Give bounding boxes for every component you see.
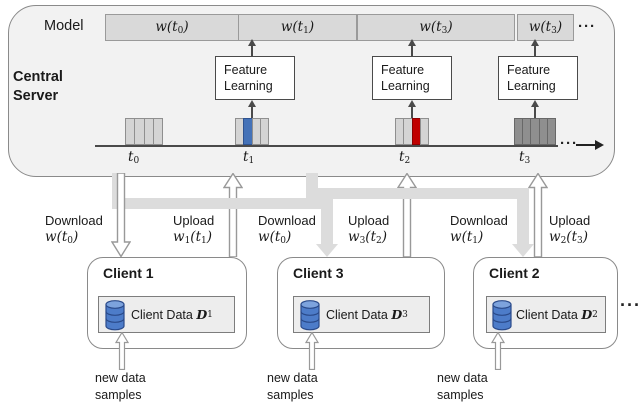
arrow-t3-to-fl3 <box>534 106 536 118</box>
broadcast-arrowhead-client2 <box>512 244 534 257</box>
model-label: Model <box>44 18 84 34</box>
download-arrow-client1 <box>111 173 131 257</box>
arrow-fl2-to-model <box>411 46 413 57</box>
data-histogram-icon-t0 <box>125 118 163 145</box>
arrow-fl3-to-model <box>534 46 536 57</box>
broadcast-pipe-w0-drop <box>321 198 333 245</box>
arrowhead-icon <box>531 39 539 46</box>
model-weight-box-2: w(t3) <box>357 14 515 41</box>
model-weight-text: w(t3) <box>419 19 453 36</box>
arrowhead-icon <box>248 100 256 107</box>
transfer-label-download-client2: Download w(t1) <box>450 213 508 246</box>
histogram-bar-light <box>259 118 269 145</box>
histogram-bar-light <box>419 118 429 145</box>
arrowhead-icon <box>531 100 539 107</box>
data-histogram-icon-t1 <box>235 118 269 145</box>
tick-t0: t0 <box>128 149 140 166</box>
model-weight-text: w(t1) <box>280 19 315 36</box>
client2-title: Client 2 <box>489 265 540 281</box>
timeline-continue-arrow <box>576 144 595 146</box>
model-weight-box-1: w(t1) <box>238 14 357 41</box>
new-data-label-client1: new data samples <box>95 371 146 402</box>
histogram-bar-dark <box>546 118 557 145</box>
model-weight-text: w(t3) <box>528 19 563 36</box>
transfer-label-download-client1: Download w(t0) <box>45 213 103 246</box>
model-weight-box-3: w(t3) <box>517 14 574 41</box>
arrowhead-icon <box>595 139 604 150</box>
model-weight-text: w(t0) <box>155 19 189 36</box>
model-weight-box-0: w(t0) <box>105 14 239 41</box>
arrow-fl1-to-model <box>251 46 253 57</box>
arrowhead-icon <box>408 100 416 107</box>
broadcast-pipe-w1-horizontal <box>306 188 529 199</box>
tick-t3: t3 <box>519 149 531 166</box>
broadcast-pipe-w0-horizontal <box>112 198 333 209</box>
feature-learning-box-2: Feature Learning <box>372 56 452 100</box>
data-histogram-icon-t3 <box>514 118 557 145</box>
transfer-label-download-client3: Download w(t0) <box>258 213 316 246</box>
model-ellipsis: ··· <box>578 18 596 35</box>
data-histogram-icon-t2 <box>395 118 429 145</box>
client1-title: Client 1 <box>103 265 154 281</box>
clients-ellipsis: ··· <box>620 295 640 315</box>
arrowhead-icon <box>248 39 256 46</box>
histogram-bar-light <box>152 118 163 145</box>
broadcast-arrowhead-client3 <box>316 244 338 257</box>
broadcast-pipe-w1-drop <box>517 188 529 245</box>
database-icon <box>105 300 125 331</box>
upload-arrow-client1 <box>223 173 243 257</box>
transfer-label-upload-client1: Upload w1(t1) <box>173 213 215 246</box>
new-data-label-client3: new data samples <box>267 371 318 402</box>
client3-title: Client 3 <box>293 265 344 281</box>
feature-learning-box-1: Feature Learning <box>215 56 295 100</box>
timeline-axis <box>95 145 558 147</box>
new-data-arrow-client1 <box>115 332 129 370</box>
upload-arrow-client3 <box>397 173 417 257</box>
arrowhead-icon <box>408 39 416 46</box>
database-icon <box>300 300 320 331</box>
tick-t2: t2 <box>399 149 411 166</box>
tick-t1: t1 <box>243 149 255 166</box>
arrow-t2-to-fl2 <box>411 106 413 118</box>
new-data-arrow-client2 <box>491 332 505 370</box>
database-icon <box>492 300 512 331</box>
transfer-label-upload-client2: Upload w2(t3) <box>549 213 591 246</box>
new-data-label-client2: new data samples <box>437 371 488 402</box>
feature-learning-box-3: Feature Learning <box>498 56 578 100</box>
transfer-label-upload-client3: Upload w3(t2) <box>348 213 390 246</box>
new-data-arrow-client3 <box>305 332 319 370</box>
timeline-ellipsis: ··· <box>560 135 578 152</box>
upload-arrow-client2 <box>528 173 548 257</box>
central-server-label: Central Server <box>13 69 63 104</box>
arrow-t1-to-fl1 <box>251 106 253 118</box>
